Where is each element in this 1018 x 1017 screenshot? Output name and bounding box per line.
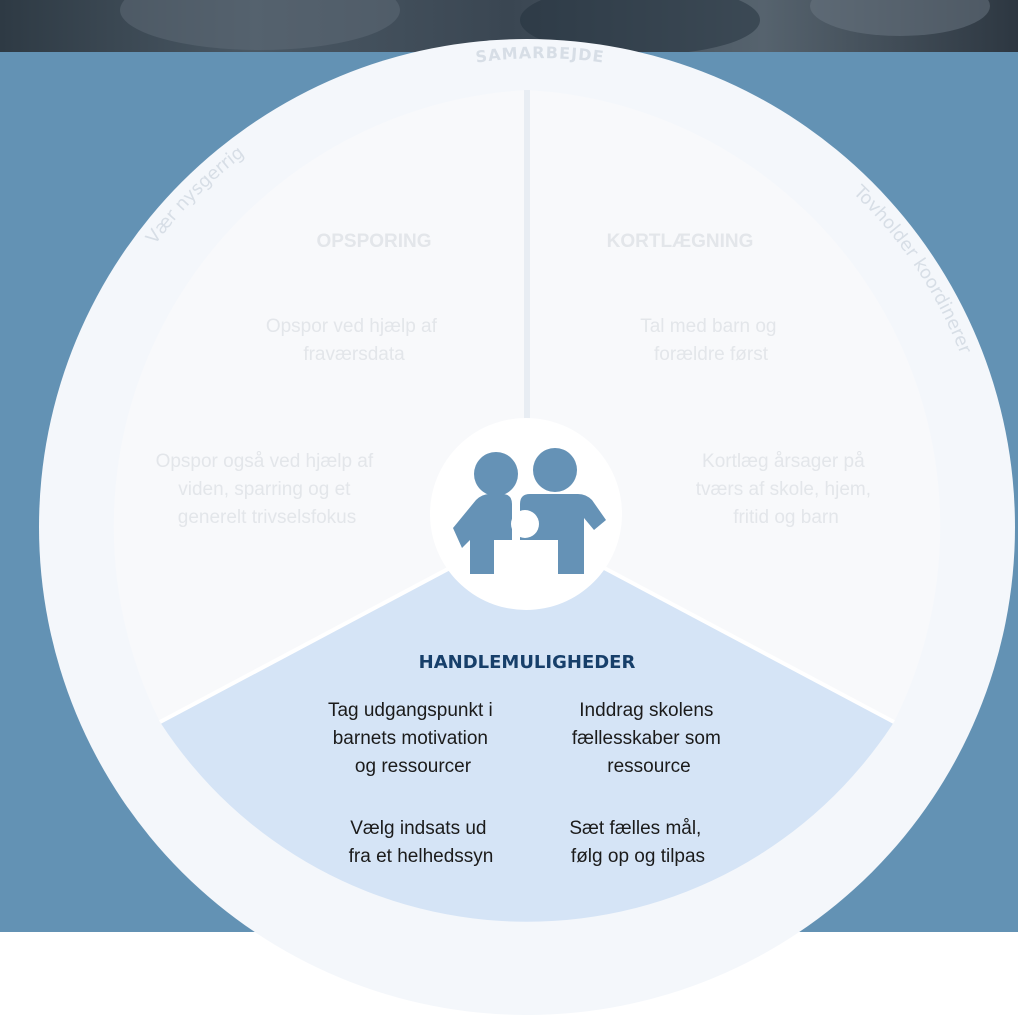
kortlaegning-title: KORTLÆGNING <box>607 231 754 252</box>
segment-opsporing[interactable] <box>113 90 528 722</box>
segment-kortlaegning[interactable] <box>527 90 941 722</box>
header-photo-strip <box>0 0 1018 55</box>
kortlaegning-item-1: Tal med barn og forældre først <box>640 316 782 365</box>
handle-item-faellesskaber: Inddrag skolens fællesskaber som ressour… <box>572 700 726 777</box>
ring-label-samarbejde: SAMARBEJDE <box>474 43 605 66</box>
opsporing-item-2: Opspor også ved hjælp af viden, sparring… <box>156 451 379 528</box>
opsporing-title: OPSPORING <box>316 231 431 252</box>
handlemuligheder-title: HANDLEMULIGHEDER <box>419 652 636 673</box>
header-photo <box>0 0 1018 55</box>
kortlaegning-item-2: Kortlæg årsager på tværs af skole, hjem,… <box>696 451 877 528</box>
handle-item-helhedssyn: Vælg indsats ud fra et helhedssyn <box>349 818 494 867</box>
handle-item-motivation: Tag udgangspunkt i barnets motivation og… <box>328 700 498 777</box>
family-icon <box>453 448 606 574</box>
handle-item-faelles-maal: Sæt fælles mål, følg op og tilpas <box>569 818 706 867</box>
opsporing-item-1: Opspor ved hjælp af fraværsdata <box>266 316 442 365</box>
